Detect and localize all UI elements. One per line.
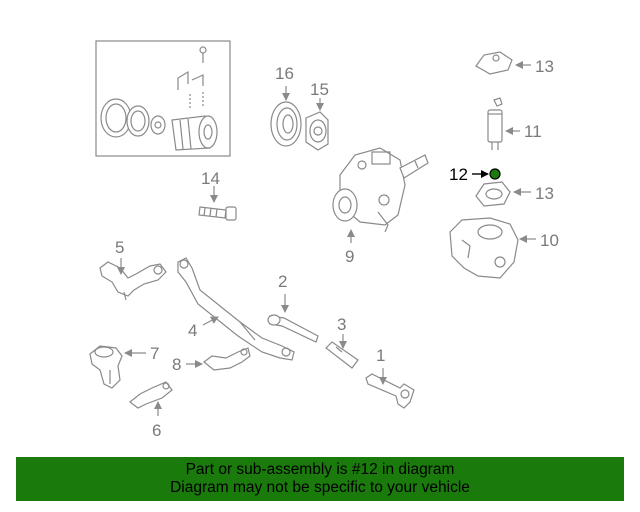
callout-14[interactable]: 14 (201, 169, 220, 188)
callout-13-top[interactable]: 13 (535, 57, 554, 76)
callout-8[interactable]: 8 (172, 355, 181, 374)
part-10-housing[interactable] (449, 217, 519, 279)
callout-7[interactable]: 7 (150, 344, 159, 363)
callout-13-lower[interactable]: 13 (535, 184, 554, 203)
part-13-gasket-top[interactable] (475, 51, 513, 75)
callout-1[interactable]: 1 (376, 346, 385, 365)
part-3-sleeve[interactable] (325, 341, 359, 369)
info-banner: Part or sub-assembly is #12 in diagram D… (16, 457, 624, 501)
part-8-arm[interactable] (203, 347, 251, 371)
part-11-pin[interactable] (487, 97, 503, 150)
part-4-center-link[interactable] (177, 257, 295, 361)
part-5-arm[interactable] (99, 261, 167, 301)
leader-4 (202, 316, 219, 326)
callout-12[interactable]: 12 (449, 165, 468, 184)
callout-11[interactable]: 11 (524, 122, 542, 141)
part-15-bearing[interactable] (305, 111, 329, 151)
part-14-seal-kit[interactable] (95, 40, 237, 221)
part-7-idler[interactable] (89, 345, 123, 389)
callout-3[interactable]: 3 (337, 315, 346, 334)
part-12-highlighted[interactable] (489, 168, 501, 180)
callout-10[interactable]: 10 (540, 231, 559, 250)
part-6-idler-arm[interactable] (129, 381, 173, 409)
part-2-tie-rod-end[interactable] (267, 314, 319, 343)
callout-6[interactable]: 6 (152, 421, 161, 440)
callout-15[interactable]: 15 (310, 80, 329, 99)
callout-4[interactable]: 4 (188, 321, 197, 340)
part-13-gasket-lower[interactable] (475, 181, 511, 207)
callout-9[interactable]: 9 (345, 247, 354, 266)
banner-line-1: Part or sub-assembly is #12 in diagram (185, 461, 455, 478)
part-9-steering-gear[interactable] (332, 147, 429, 233)
part-16-seal[interactable] (270, 101, 302, 147)
callout-5[interactable]: 5 (115, 238, 124, 257)
callout-16[interactable]: 16 (275, 64, 294, 83)
callout-2[interactable]: 2 (278, 272, 287, 291)
part-1-outer-tie-rod[interactable] (365, 373, 415, 409)
banner-line-2: Diagram may not be specific to your vehi… (170, 479, 470, 496)
